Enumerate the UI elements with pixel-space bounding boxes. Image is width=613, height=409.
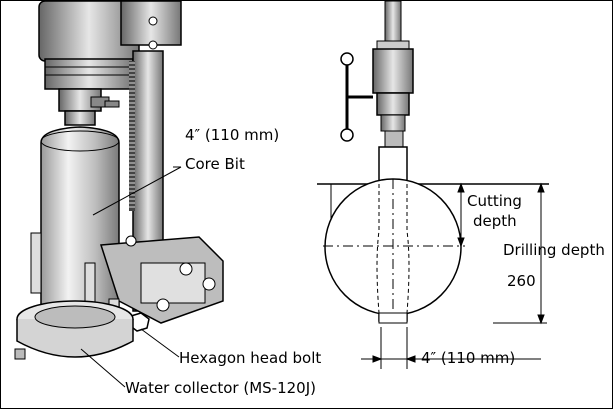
pipe-workpiece <box>317 178 549 324</box>
water-collector-label: Water collector (MS-120J) <box>125 379 316 397</box>
hex-bolt-label: Hexagon head bolt <box>179 349 322 367</box>
drilling-depth-label: Drilling depth <box>503 241 605 259</box>
bottom-size-label: 4″ (110 mm) <box>421 349 516 367</box>
side-view-motor <box>340 1 414 148</box>
depth-value-label: 260 <box>507 272 536 290</box>
bit-size-label: 4″ (110 mm) <box>185 126 280 144</box>
cutting-depth-label-line2: depth <box>473 212 517 230</box>
cutting-depth-label-line1: Cutting <box>467 192 522 210</box>
dimension-lines <box>361 182 547 369</box>
water-collector-illustration <box>14 300 134 360</box>
core-bit-illustration <box>40 126 120 314</box>
leader-lines <box>80 166 182 388</box>
drill-base <box>30 232 224 332</box>
motor-housing <box>38 1 182 126</box>
core-bit-label: Core Bit <box>185 155 245 173</box>
